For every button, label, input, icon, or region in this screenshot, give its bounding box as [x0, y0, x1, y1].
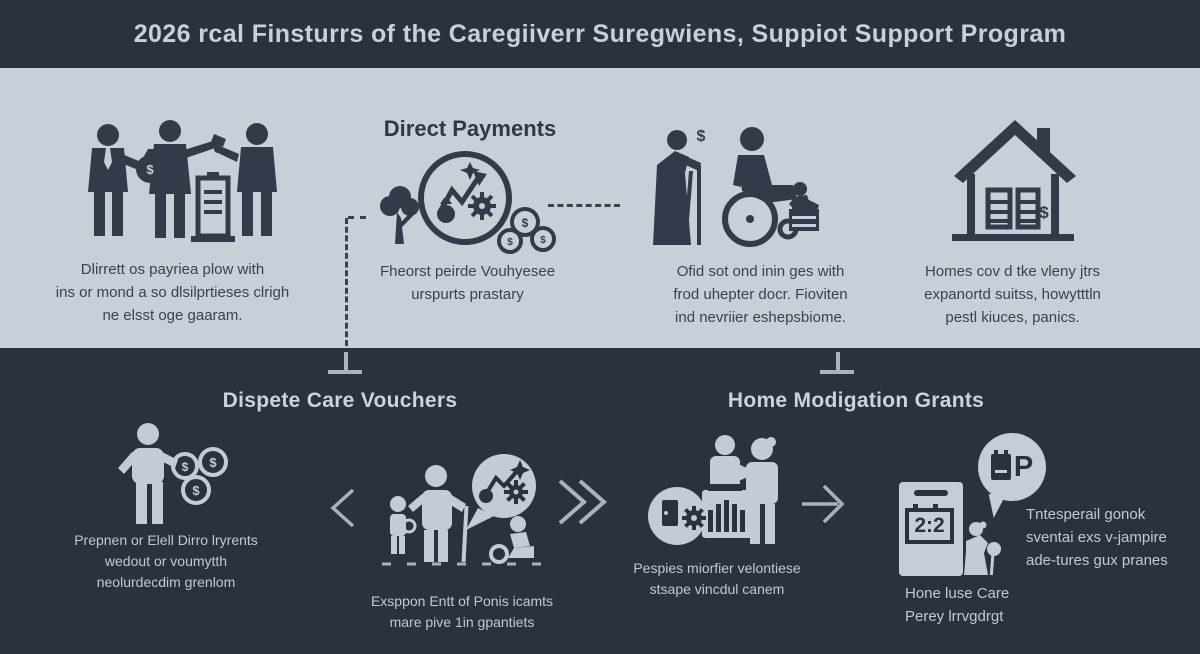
growth-chart-gear-circle-icon: $ $ $	[380, 151, 556, 254]
dollar-coins-icon: $ $ $	[171, 447, 228, 505]
star-icon	[460, 162, 480, 180]
tree-icon	[380, 186, 419, 244]
mini-calendar-icon	[990, 450, 1011, 480]
dispete-care-vouchers-heading: Dispete Care Vouchers	[222, 389, 458, 412]
dollar-coins-icon: $ $ $	[497, 207, 556, 254]
home-modigation-grants-heading: Home Modigation Grants	[727, 389, 985, 412]
dashed-connector-vertical	[345, 218, 348, 346]
t-marker-left	[344, 352, 348, 372]
svg-text:$: $	[209, 455, 217, 470]
panel1-caption: Dlirrett os payriea plow with ins or mon…	[55, 261, 290, 324]
handshake-services-chart-icon	[648, 435, 778, 545]
money-bag-small-icon	[437, 198, 455, 223]
seated-figure-icon	[489, 516, 534, 564]
small-elder-icon	[964, 521, 1001, 576]
bottom-panel1-caption: Prepnen or Elell Dirro lryrents wedout o…	[74, 532, 258, 590]
house-dollar-icon: $	[952, 120, 1076, 241]
panel3-caption: Ofid sot ond inin ges with frod uhepter …	[673, 263, 848, 326]
gear-icon	[468, 192, 496, 220]
panel2-caption: Fheorst peirde Vouhyesee urspurts prasta…	[379, 263, 556, 303]
gear-icon	[504, 480, 528, 504]
svg-text:$: $	[192, 483, 200, 498]
pen-icon	[211, 134, 226, 147]
chevron-left-icon	[330, 488, 355, 528]
calendar-tick	[913, 504, 918, 511]
bottom-panel3-caption: Pespies miorfier velontiese stsape vincd…	[633, 560, 801, 597]
direct-payments-heading: Direct Payments	[383, 116, 557, 141]
calendar-tick	[933, 504, 938, 511]
family-care-speech-bubble-icon	[382, 454, 546, 566]
speech-bubble-icon: P	[978, 433, 1046, 501]
chart-lid-icon	[708, 484, 742, 491]
arrow-head-icon	[473, 171, 487, 186]
svg-text:$: $	[507, 237, 513, 248]
door-icon	[662, 500, 678, 526]
window-icon	[1015, 187, 1041, 230]
dollar-sign: $	[697, 128, 706, 145]
tie-icon	[104, 148, 112, 170]
svg-text:$: $	[182, 460, 189, 474]
panel4-caption: Homes cov d tke vleny jtrs expanortd sui…	[924, 263, 1101, 326]
t-marker-right-foot	[820, 370, 854, 374]
svg-text:$: $	[522, 216, 529, 230]
bottom-panel2-caption: Exsppon Entt of Ponis icamts mare pive 1…	[370, 593, 554, 630]
care-schedule-phone-icon: 2:2	[899, 482, 963, 576]
bag-dollar-sign: $	[146, 162, 154, 177]
child-icon	[390, 496, 417, 554]
bottom-panel4-caption: Hone luse Care Perey lrrvgdrgt	[905, 585, 1010, 625]
bubble-letter: P	[1013, 450, 1034, 483]
arrow-right-icon	[802, 484, 845, 524]
t-marker-right	[836, 352, 840, 372]
person-with-coins-icon: $ $ $	[118, 423, 228, 524]
elder-cane-wheelchair-icon: $	[653, 127, 819, 247]
sign-stand-icon	[191, 172, 235, 242]
caregiver-trio-money-bag-icon: $	[88, 120, 277, 242]
chevron-double-right-icon	[558, 479, 608, 525]
dollar-sign: $	[1039, 203, 1049, 222]
bottom-panel4-note: Tntesperail gonok sventai exs v-jampire …	[1026, 506, 1168, 569]
dashed-connector-horizontal	[548, 204, 620, 207]
title-bar: 2026 rcal Finsturrs of the Caregiiverr S…	[0, 0, 1200, 68]
dashed-connector-corner	[348, 216, 366, 219]
calendar-display: 2:2	[905, 508, 954, 544]
t-marker-left-foot	[328, 370, 362, 374]
bar-chart-icon	[708, 500, 745, 532]
phone-slot	[914, 490, 948, 496]
gear-icon	[682, 506, 706, 530]
attendant-icon	[789, 182, 819, 231]
roof-icon	[954, 120, 1076, 183]
bubble-growth-chart-icon	[479, 460, 530, 504]
program-title: 2026 rcal Finsturrs of the Caregiiverr S…	[133, 19, 1067, 48]
window-icon	[985, 187, 1013, 230]
svg-text:$: $	[540, 235, 546, 246]
